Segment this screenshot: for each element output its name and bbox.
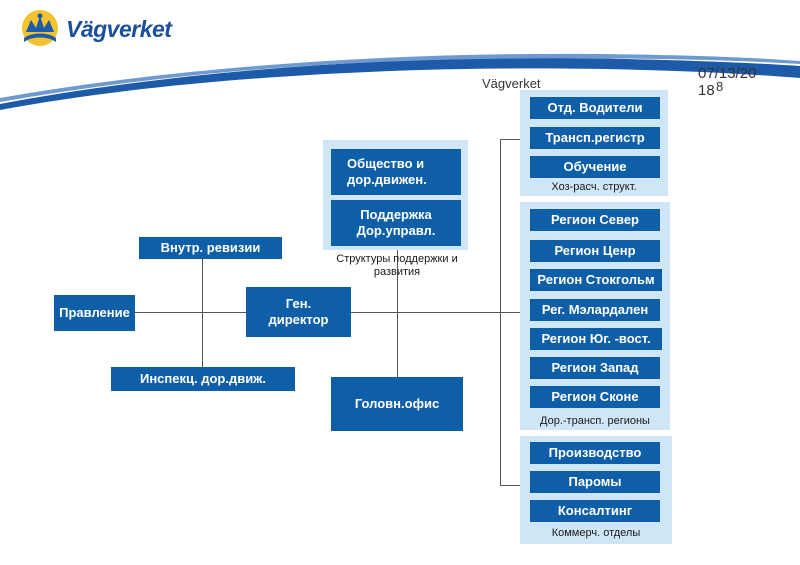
logo-text: Vägverket (66, 16, 172, 42)
internal-audit-box: Внутр. ревизии (139, 237, 282, 259)
director-general-label: Ген. директор (268, 296, 329, 327)
region-item-label: Регион Запад (551, 360, 639, 375)
page-number: 8 (716, 79, 724, 94)
region-item-label: Регион Сконе (551, 389, 639, 404)
self-financing-item: Обучение (530, 156, 660, 178)
region-item-label: Регион Ценр (554, 243, 636, 258)
swoosh-highlight (0, 53, 800, 102)
self-financing-caption: Хоз-расч. структ. (551, 181, 637, 193)
connector-to-commercial (500, 485, 520, 486)
commercial-caption: Коммерч. отделы (551, 527, 641, 539)
commercial-item: Производство (530, 442, 660, 464)
region-item: Регион Стокгольм (530, 269, 662, 291)
head-office-box: Головн.офис (331, 377, 463, 431)
connector-audit-vertical (202, 259, 203, 367)
support-item-society: Общество и дор.движен. (331, 149, 461, 195)
board-box: Правление (54, 295, 135, 331)
region-item: Регион Юг. -вост. (530, 328, 662, 350)
commercial-item: Паромы (530, 471, 660, 493)
region-item: Рег. Мэлардален (530, 299, 660, 321)
internal-audit-label: Внутр. ревизии (160, 240, 261, 255)
support-item-label: Поддержка Дор.управл. (356, 207, 436, 238)
commercial-item-label: Консалтинг (557, 503, 633, 518)
region-item: Регион Север (530, 209, 660, 231)
connector-headoffice-vertical (397, 250, 398, 378)
region-item: Регион Ценр (530, 240, 660, 262)
region-item-label: Рег. Мэлардален (541, 302, 649, 317)
header-watermark-text: Vägverket (482, 76, 541, 91)
self-financing-item: Отд. Водители (530, 97, 660, 119)
slide-date: 07/13/2018 (698, 65, 757, 99)
regions-caption: Дор.-трансп. регионы (540, 415, 650, 427)
region-item-label: Регион Юг. -вост. (541, 331, 651, 346)
head-office-label: Головн.офис (354, 396, 440, 411)
region-item-label: Регион Стокгольм (537, 272, 655, 287)
commercial-item-label: Производство (548, 445, 642, 460)
connector-bracket-vertical (500, 139, 501, 485)
swoosh-shape (0, 57, 800, 110)
commercial-item: Консалтинг (530, 500, 660, 522)
crown-logo-icon (22, 10, 58, 46)
board-label: Правление (59, 305, 130, 320)
header-swoosh (0, 53, 800, 110)
support-item-road-management: Поддержка Дор.управл. (331, 200, 461, 246)
self-financing-item-label: Трансп.регистр (545, 130, 645, 145)
region-item-label: Регион Север (551, 212, 639, 227)
self-financing-item: Трансп.регистр (530, 127, 660, 149)
self-financing-item-label: Отд. Водители (547, 100, 643, 115)
connector-to-selffinancing (500, 139, 520, 140)
self-financing-item-label: Обучение (563, 159, 627, 174)
commercial-item-label: Паромы (568, 474, 622, 489)
traffic-inspection-label: Инспекц. дор.движ. (139, 371, 267, 386)
traffic-inspection-box: Инспекц. дор.движ. (111, 367, 295, 391)
support-structures-caption: Структуры поддержки и развития (336, 253, 458, 278)
director-general-box: Ген. директор (246, 287, 351, 337)
region-item: Регион Сконе (530, 386, 660, 408)
support-item-label: Общество и дор.движен. (347, 156, 427, 187)
region-item: Регион Запад (530, 357, 660, 379)
